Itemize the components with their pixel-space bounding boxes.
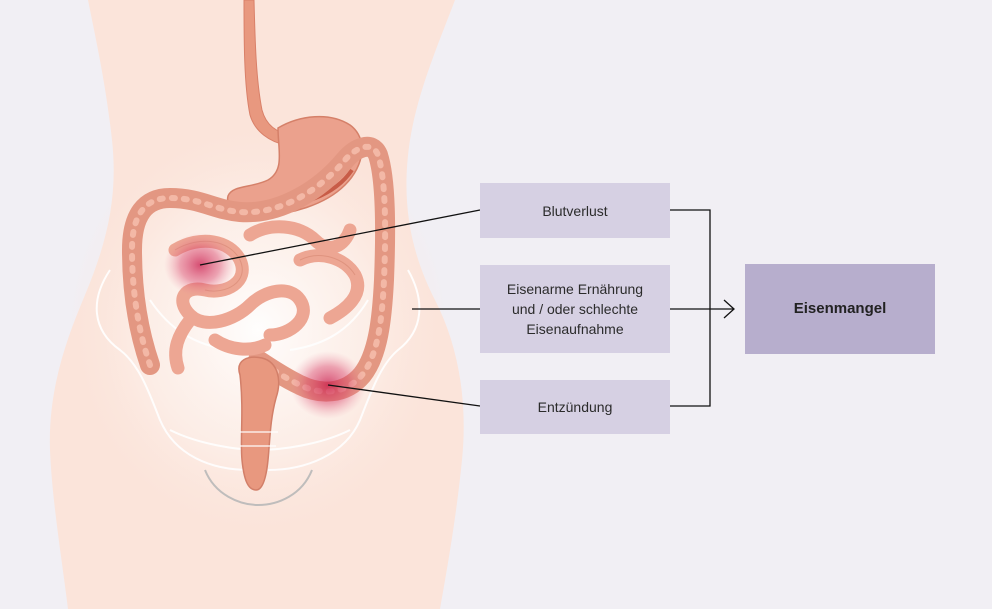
cause-label-blood-loss: Blutverlust: [542, 201, 607, 221]
cause-box-inflammation: Entzündung: [480, 380, 670, 434]
bracket-line: [670, 210, 710, 406]
cause-label-diet: Eisenarme Ernährung und / oder schlechte…: [507, 279, 643, 339]
cause-box-diet: Eisenarme Ernährung und / oder schlechte…: [480, 265, 670, 353]
result-label: Eisenmangel: [794, 299, 887, 319]
cause-label-inflammation: Entzündung: [538, 397, 613, 417]
cause-box-blood-loss: Blutverlust: [480, 183, 670, 238]
result-box: Eisenmangel: [745, 264, 935, 354]
